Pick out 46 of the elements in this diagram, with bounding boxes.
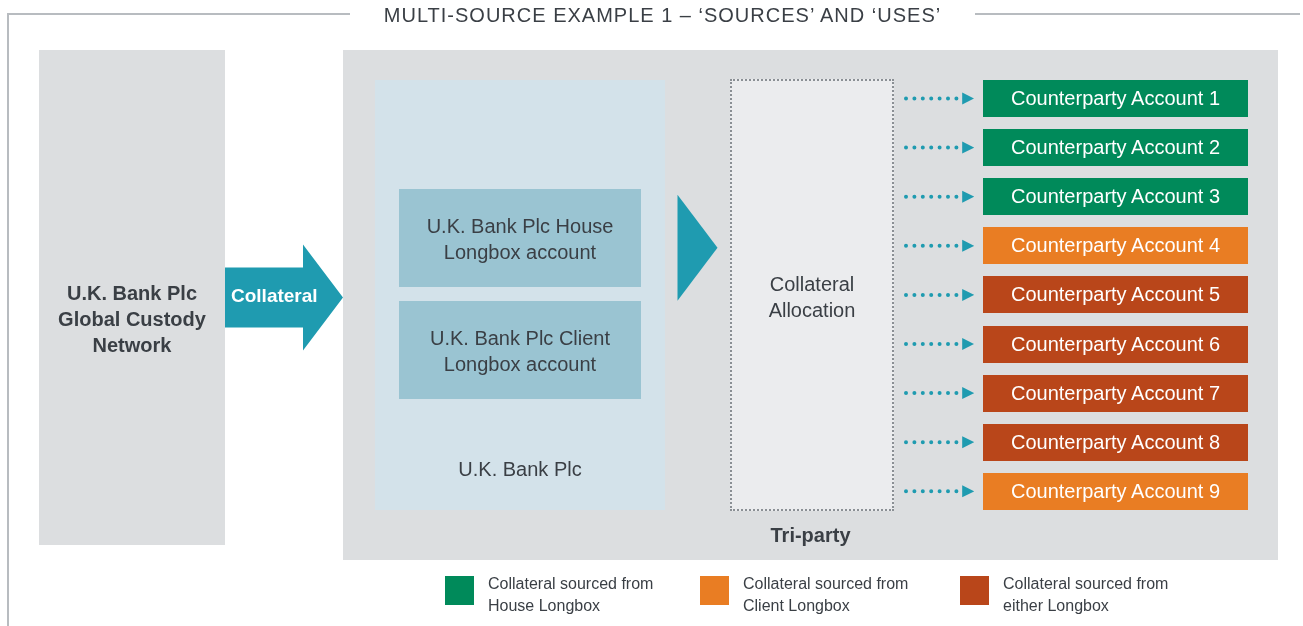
dotted-arrow (904, 141, 975, 154)
account-box (375, 80, 665, 510)
account-box (983, 80, 1248, 117)
account-box (983, 276, 1248, 314)
node-label: Counterparty Account 3 (1010, 184, 1221, 210)
panel (343, 50, 1278, 560)
dotted-arrow (904, 239, 975, 252)
node-label: Tri-party (769, 523, 852, 548)
node-label: Collateral Allocation (767, 272, 857, 323)
node-label: Counterparty Account 8 (1010, 429, 1221, 455)
account-box (399, 189, 641, 287)
legend-label: Collateral sourced from either Longbox (1003, 574, 1170, 616)
block-arrow (225, 244, 343, 351)
dotted-arrow (904, 436, 975, 449)
node-label: U.K. Bank Plc Global Custody Network (57, 281, 207, 358)
legend-label: Collateral sourced from House Longbox (488, 574, 655, 616)
account-box (983, 325, 1248, 363)
account-box (983, 423, 1248, 461)
node-label: Counterparty Account 4 (1010, 233, 1221, 259)
panel (39, 50, 225, 545)
dotted-arrow (904, 387, 975, 400)
node-label: Counterparty Account 2 (1010, 135, 1221, 161)
block-arrow (677, 194, 718, 301)
title: MULTI-SOURCE EXAMPLE 1 – ‘SOURCES’ AND ‘USES’ (382, 4, 943, 27)
allocation-box (730, 79, 894, 511)
legend-label: Collateral sourced from Client Longbox (743, 574, 910, 616)
node-label: Counterparty Account 7 (1010, 380, 1221, 406)
node-label: Counterparty Account 6 (1010, 331, 1221, 357)
edge-label: Collateral (231, 284, 318, 307)
dotted-arrow (904, 485, 975, 498)
account-box (983, 178, 1248, 216)
account-box (983, 129, 1248, 167)
node-label: U.K. Bank Plc House Longbox account (425, 214, 615, 265)
node-label: U.K. Bank Plc Client Longbox account (428, 326, 612, 377)
dotted-arrow (904, 92, 975, 105)
node-label: Counterparty Account 1 (1010, 86, 1221, 111)
node-label: U.K. Bank Plc (457, 457, 583, 482)
account-box (983, 227, 1248, 265)
account-box (983, 374, 1248, 412)
node-label: Counterparty Account 5 (1010, 282, 1221, 308)
dotted-arrow (904, 338, 975, 350)
dotted-arrow (904, 190, 975, 203)
node-label: Counterparty Account 9 (1010, 478, 1221, 504)
dotted-arrow (904, 288, 975, 301)
account-box (983, 472, 1248, 510)
account-box (399, 301, 641, 399)
